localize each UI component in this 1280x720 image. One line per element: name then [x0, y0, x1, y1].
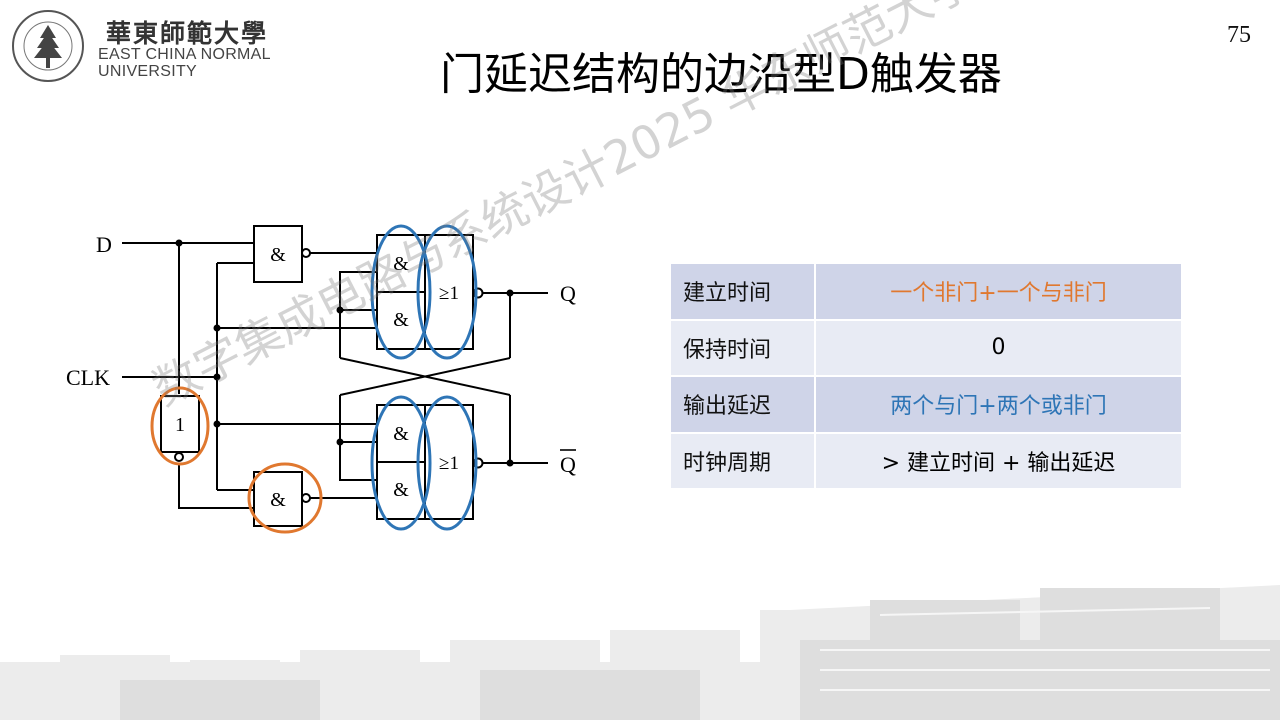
lower-and2-label: &	[393, 479, 409, 501]
upper-nand-gate: &	[253, 225, 311, 283]
table-row: 时钟周期 > 建立时间 + 输出延迟	[671, 431, 1181, 488]
lower-nor-highlight	[416, 395, 478, 531]
orange-highlights	[150, 386, 323, 534]
circuit-junctions	[175, 239, 514, 467]
circuit-wires	[122, 242, 548, 509]
upper-and-highlight	[370, 224, 432, 360]
timing-parameters-table: 建立时间 一个非门+一个与非门 保持时间 0 输出延迟 两个与门+两个或非门 时…	[671, 264, 1181, 488]
lower-and-highlight	[370, 395, 432, 531]
upper-nor-highlight	[416, 224, 478, 360]
inverter-label: 1	[175, 414, 185, 436]
lower-nand-gate: &	[253, 471, 311, 527]
lower-nand-highlight	[247, 462, 323, 534]
upper-and2-label: &	[393, 309, 409, 331]
lower-nor-label: ≥1	[439, 453, 459, 474]
table-cell-label: 时钟周期	[671, 431, 816, 488]
input-d-label: D	[96, 232, 112, 257]
logo-chinese-name: 華東師範大學	[106, 19, 269, 48]
lower-nand-label: &	[270, 489, 286, 511]
lower-and1-label: &	[393, 423, 409, 445]
table-cell-label: 建立时间	[671, 264, 816, 320]
output-q-label: Q	[560, 281, 576, 306]
table-cell-value: 0	[815, 318, 1181, 376]
logo-english-name: EAST CHINA NORMAL UNIVERSITY	[98, 46, 271, 80]
table-cell-value: > 建立时间 + 输出延迟	[815, 431, 1181, 488]
page-number: 75	[1227, 22, 1251, 48]
slide-title: 门延迟结构的边沿型D触发器	[440, 49, 1002, 100]
logo-english-line2: UNIVERSITY	[98, 63, 198, 80]
upper-and1-label: &	[393, 253, 409, 275]
table-cell-value: 两个与门+两个或非门	[815, 375, 1181, 433]
table-cell-label: 输出延迟	[671, 375, 816, 433]
table-row: 建立时间 一个非门+一个与非门	[671, 264, 1181, 320]
table-cell-value: 一个非门+一个与非门	[815, 264, 1181, 320]
upper-nor-label: ≥1	[439, 283, 459, 304]
inverter-highlight	[150, 386, 210, 466]
blue-highlights	[370, 224, 478, 531]
upper-nand-label: &	[270, 244, 286, 266]
university-seal-icon	[12, 10, 84, 82]
university-logo: 華東師範大學 EAST CHINA NORMAL UNIVERSITY	[10, 8, 300, 82]
table-cell-label: 保持时间	[671, 318, 816, 376]
table-row: 输出延迟 两个与门+两个或非门	[671, 375, 1181, 433]
logo-english-line1: EAST CHINA NORMAL	[98, 46, 271, 63]
inverter-gate: 1	[160, 395, 200, 462]
table-row: 保持时间 0	[671, 318, 1181, 376]
input-clk-label: CLK	[66, 365, 110, 390]
output-qbar-label: Q	[560, 452, 576, 477]
